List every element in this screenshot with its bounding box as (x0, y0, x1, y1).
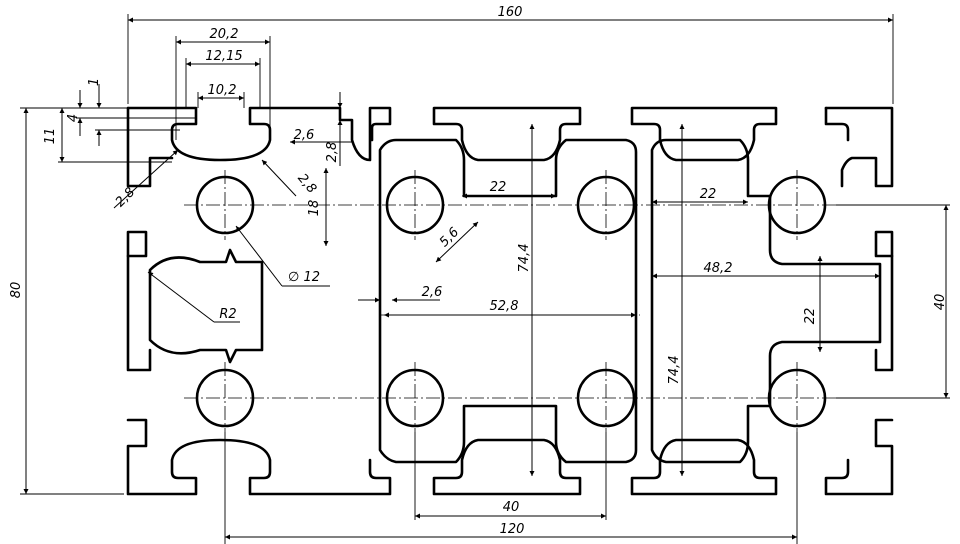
dim-lip-1: 1 (87, 78, 102, 86)
dim-hole-diameter: ∅ 12 (288, 270, 320, 285)
dim-gap-5-6: 5,6 (437, 225, 462, 250)
dim-wall-2-6-mid: 2,6 (422, 285, 443, 300)
dim-wall-2-8-vert: 2,8 (325, 142, 340, 163)
dim-slot-outer-width: 20,2 (210, 27, 239, 42)
dim-overall-width: 160 (498, 5, 523, 20)
dim-inner-48-2: 48,2 (704, 261, 733, 276)
dim-chamber-22-b: 22 (700, 187, 717, 202)
dim-height-74-4-b: 74,4 (667, 356, 682, 385)
dim-pitch-120: 120 (500, 522, 525, 537)
dim-pitch-40: 40 (503, 500, 520, 515)
dim-overall-height: 80 (9, 282, 24, 299)
dim-height-74-4-a: 74,4 (517, 244, 532, 273)
dim-lip-4: 4 (66, 114, 81, 122)
dim-inner-52-8: 52,8 (490, 299, 519, 314)
extension-lines (20, 14, 950, 544)
dim-chamber-22-c: 22 (803, 308, 818, 325)
dim-wall-2-6-top: 2,6 (294, 128, 315, 143)
dim-wall-2-8-left: 2,8 (113, 185, 138, 210)
dim-chamber-22-a: 22 (490, 180, 507, 195)
dimension-lines (23, 17, 949, 540)
dim-radius: R2 (219, 307, 236, 322)
dim-hole-depth-18: 18 (307, 200, 322, 217)
dim-wall-2-8-diag: 2,8 (294, 171, 319, 196)
dim-slot-mid-width: 12,15 (205, 49, 242, 64)
dim-right-height-40: 40 (933, 294, 948, 311)
dim-slot-opening: 10,2 (208, 83, 237, 98)
dim-lip-11: 11 (43, 128, 58, 145)
